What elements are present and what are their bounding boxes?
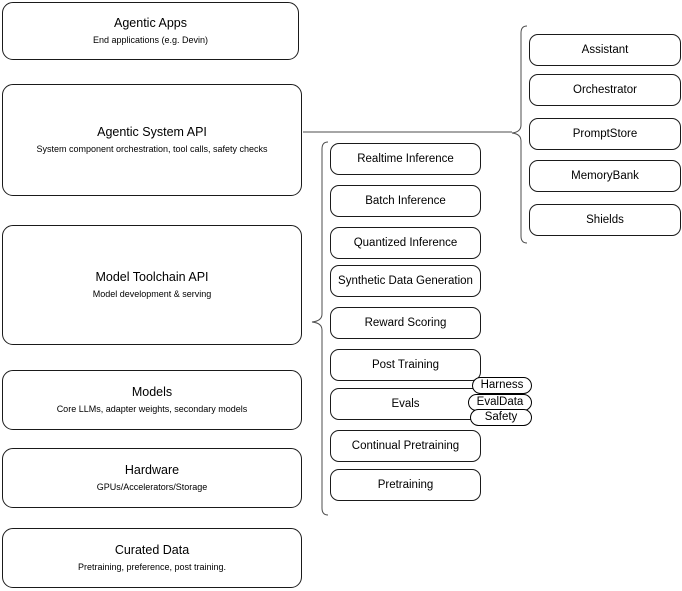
system-item-assistant[interactable]: Assistant xyxy=(529,34,681,66)
stack-layer-hardware[interactable]: Hardware GPUs/Accelerators/Storage xyxy=(2,448,302,508)
evals-tag-safety[interactable]: Safety xyxy=(470,409,532,426)
toolchain-components-brace xyxy=(311,141,329,516)
toolchain-item-batch-inference[interactable]: Batch Inference xyxy=(330,185,481,217)
layer-subtitle: Core LLMs, adapter weights, secondary mo… xyxy=(56,404,248,414)
layer-title: Hardware xyxy=(124,463,180,477)
toolchain-item-reward-scoring[interactable]: Reward Scoring xyxy=(330,307,481,339)
toolchain-item-evals[interactable]: Evals xyxy=(330,388,481,420)
toolchain-item-pretraining[interactable]: Pretraining xyxy=(330,469,481,501)
toolchain-item-realtime-inference[interactable]: Realtime Inference xyxy=(330,143,481,175)
toolchain-item-quantized-inference[interactable]: Quantized Inference xyxy=(330,227,481,259)
layer-title: Curated Data xyxy=(114,543,190,557)
system-item-memorybank[interactable]: MemoryBank xyxy=(529,160,681,192)
stack-layer-agentic-apps[interactable]: Agentic Apps End applications (e.g. Devi… xyxy=(2,2,299,60)
layer-title: Agentic System API xyxy=(97,125,207,139)
system-item-promptstore[interactable]: PromptStore xyxy=(529,118,681,150)
layer-title: Models xyxy=(131,385,173,399)
toolchain-item-continual-pretraining[interactable]: Continual Pretraining xyxy=(330,430,481,462)
evals-tag-harness[interactable]: Harness xyxy=(472,377,532,394)
layer-subtitle: Model development & serving xyxy=(92,289,212,299)
system-item-shields[interactable]: Shields xyxy=(529,204,681,236)
toolchain-item-synthetic-data-generation[interactable]: Synthetic Data Generation xyxy=(330,265,481,297)
stack-layer-agentic-system-api[interactable]: Agentic System API System component orch… xyxy=(2,84,302,196)
layer-title: Agentic Apps xyxy=(114,16,187,30)
layer-subtitle: Pretraining, preference, post training. xyxy=(77,562,227,572)
system-components-brace xyxy=(511,25,528,244)
system-item-orchestrator[interactable]: Orchestrator xyxy=(529,74,681,106)
stack-layer-models[interactable]: Models Core LLMs, adapter weights, secon… xyxy=(2,370,302,430)
stack-layer-model-toolchain-api[interactable]: Model Toolchain API Model development & … xyxy=(2,225,302,345)
layer-subtitle: GPUs/Accelerators/Storage xyxy=(96,482,208,492)
stack-layer-curated-data[interactable]: Curated Data Pretraining, preference, po… xyxy=(2,528,302,588)
toolchain-item-post-training[interactable]: Post Training xyxy=(330,349,481,381)
layer-title: Model Toolchain API xyxy=(95,270,209,284)
layer-subtitle: End applications (e.g. Devin) xyxy=(92,35,209,45)
layer-subtitle: System component orchestration, tool cal… xyxy=(36,144,268,154)
